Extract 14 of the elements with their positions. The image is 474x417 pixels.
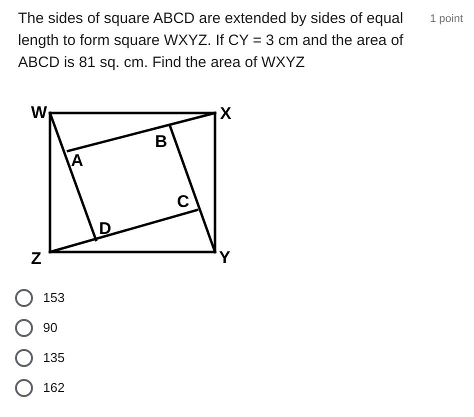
vertex-label: W [31,104,48,121]
option-text: 90 [43,321,58,334]
vertex-label: A [71,152,84,169]
vertex-label: D [99,220,112,237]
option-text: 162 [43,381,65,394]
points-text: 1 point [430,14,464,25]
question-text: The sides of square ABCD are extended by sides of equal length to form square WXYZ. If CY = 3 cm and the area of ABCD is 81 sq. cm. Find the area of WXYZ [18,9,404,73]
vertex-label: B [155,133,168,150]
vertex-label: X [220,105,232,122]
vertex-label: C [177,193,190,210]
option-text: 153 [43,291,65,304]
vertex-label: Y [219,249,230,266]
vertex-label: Z [31,250,42,267]
option-text: 135 [43,351,65,364]
